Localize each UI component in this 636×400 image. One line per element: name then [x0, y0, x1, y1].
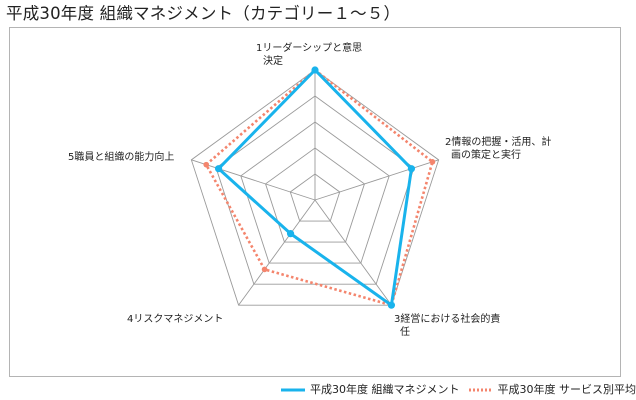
series-average-point-2: [429, 159, 436, 165]
legend-swatch-average: [468, 388, 493, 392]
legend-label-average: 平成30年度 サービス別平均: [497, 383, 636, 396]
grid-ring-5: [190, 69, 440, 306]
axis-label-5-line-1: 5職員と組織の能力向上: [68, 152, 175, 163]
legend-item-self: 平成30年度 組織マネジメント: [280, 382, 460, 398]
grid-ring-3: [240, 121, 390, 264]
axis-label-5: 5職員と組織の能力向上: [68, 151, 174, 164]
axis-label-3: 3経営における社会的責 任: [394, 313, 500, 339]
axis-label-1: 1リーダーシップと意思 決定: [256, 42, 362, 68]
grid-spoke-4: [238, 199, 316, 306]
chart-frame: [9, 27, 621, 377]
axis-label-4-line-1: 4リスクマネジメント: [127, 314, 224, 325]
legend-label-self: 平成30年度 組織マネジメント: [310, 383, 460, 396]
series-self-point-5: [214, 165, 223, 173]
axis-label-3-line-2: 任: [400, 327, 410, 338]
axis-label-2-line-1: 2情報の把握・活用、計: [445, 137, 552, 148]
page-title: 平成30年度 組織マネジメント（カテゴリー１～５）: [6, 4, 401, 23]
axis-label-2: 2情報の把握・活用、計 画の策定と実行: [445, 136, 551, 162]
grid-spoke-2: [314, 159, 439, 201]
radar-series: [203, 66, 436, 309]
grid-spoke-3: [314, 199, 392, 306]
axis-label-4: 4リスクマネジメント: [127, 313, 223, 326]
series-self-point-3: [387, 301, 396, 309]
axis-label-1-line-1: 1リーダーシップと意思: [256, 43, 363, 54]
legend-swatch-self: [281, 388, 305, 392]
series-self-point-1: [311, 66, 319, 74]
series-self: [214, 66, 416, 309]
grid-ring-1: [289, 173, 341, 222]
series-self-point-2: [407, 165, 416, 173]
chart-legend: 平成30年度 組織マネジメント 平成30年度 サービス別平均: [280, 382, 636, 398]
axis-label-2-line-2: 画の策定と実行: [451, 150, 521, 161]
axis-label-1-line-2: 決定: [263, 56, 283, 67]
series-self-line: [217, 68, 413, 307]
series-self-point-4: [286, 230, 295, 238]
series-average-point-5: [203, 161, 209, 168]
grid-spoke-5: [191, 159, 316, 201]
legend-item-average: 平成30年度 サービス別平均: [468, 382, 636, 398]
grid-ring-2: [265, 147, 365, 243]
axis-label-3-line-1: 3経営における社会的責: [394, 314, 501, 325]
series-average-point-4: [261, 266, 268, 273]
